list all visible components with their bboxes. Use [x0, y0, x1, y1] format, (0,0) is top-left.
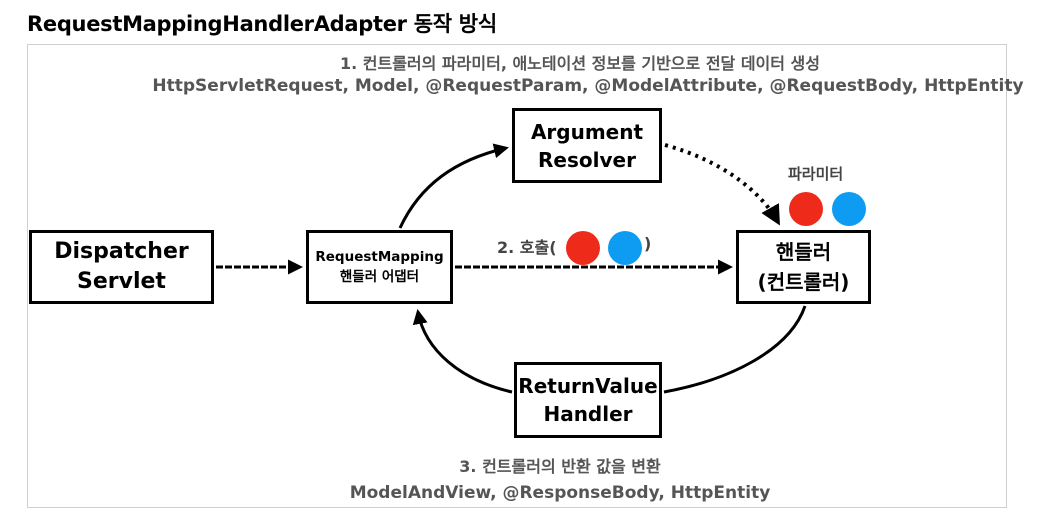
- param-red-dot: [789, 192, 823, 226]
- arrow-argument-resolver-to-handler: [664, 143, 780, 226]
- params-label: 파라미터: [788, 165, 844, 183]
- diagram-frame: [27, 44, 1007, 508]
- handler-adapter-label: RequestMapping 핸들러 어댑터: [315, 249, 444, 285]
- argument-resolver-box: Argument Resolver: [512, 108, 662, 183]
- return-value-handler-box: ReturnValue Handler: [514, 362, 662, 438]
- arrow-returnvalue-to-adapter: [412, 309, 513, 394]
- call-red-dot: [566, 231, 600, 265]
- argument-resolver-label: Argument Resolver: [530, 119, 644, 172]
- handler-box: 핸들러 (컨트롤러): [736, 230, 871, 304]
- handler-label: 핸들러 (컨트롤러): [757, 240, 850, 294]
- dispatcher-servlet-label: Dispatcher Servlet: [54, 239, 189, 294]
- step3-note: 3. 컨트롤러의 반환 값을 변환: [459, 457, 661, 476]
- step1-note: 1. 컨트롤러의 파라미터, 애노테이션 정보를 기반으로 전달 데이터 생성: [339, 54, 820, 73]
- arrow-adapter-to-argument-resolver: [398, 143, 509, 229]
- return-value-handler-label: ReturnValue Handler: [518, 374, 658, 426]
- step3-types: ModelAndView, @ResponseBody, HttpEntity: [349, 483, 771, 503]
- call-label: 2. 호출(: [497, 238, 557, 257]
- param-blue-dot: [832, 192, 866, 226]
- arrow-handler-to-returnvalue: [663, 305, 807, 394]
- call-blue-dot: [608, 231, 642, 265]
- page-title: RequestMappingHandlerAdapter 동작 방식: [27, 12, 497, 36]
- handler-adapter-box: RequestMapping 핸들러 어댑터: [306, 230, 453, 304]
- dispatcher-servlet-box: Dispatcher Servlet: [29, 230, 214, 304]
- step1-types: HttpServletRequest, Model, @RequestParam…: [152, 76, 1024, 96]
- call-label-close: ): [644, 234, 652, 253]
